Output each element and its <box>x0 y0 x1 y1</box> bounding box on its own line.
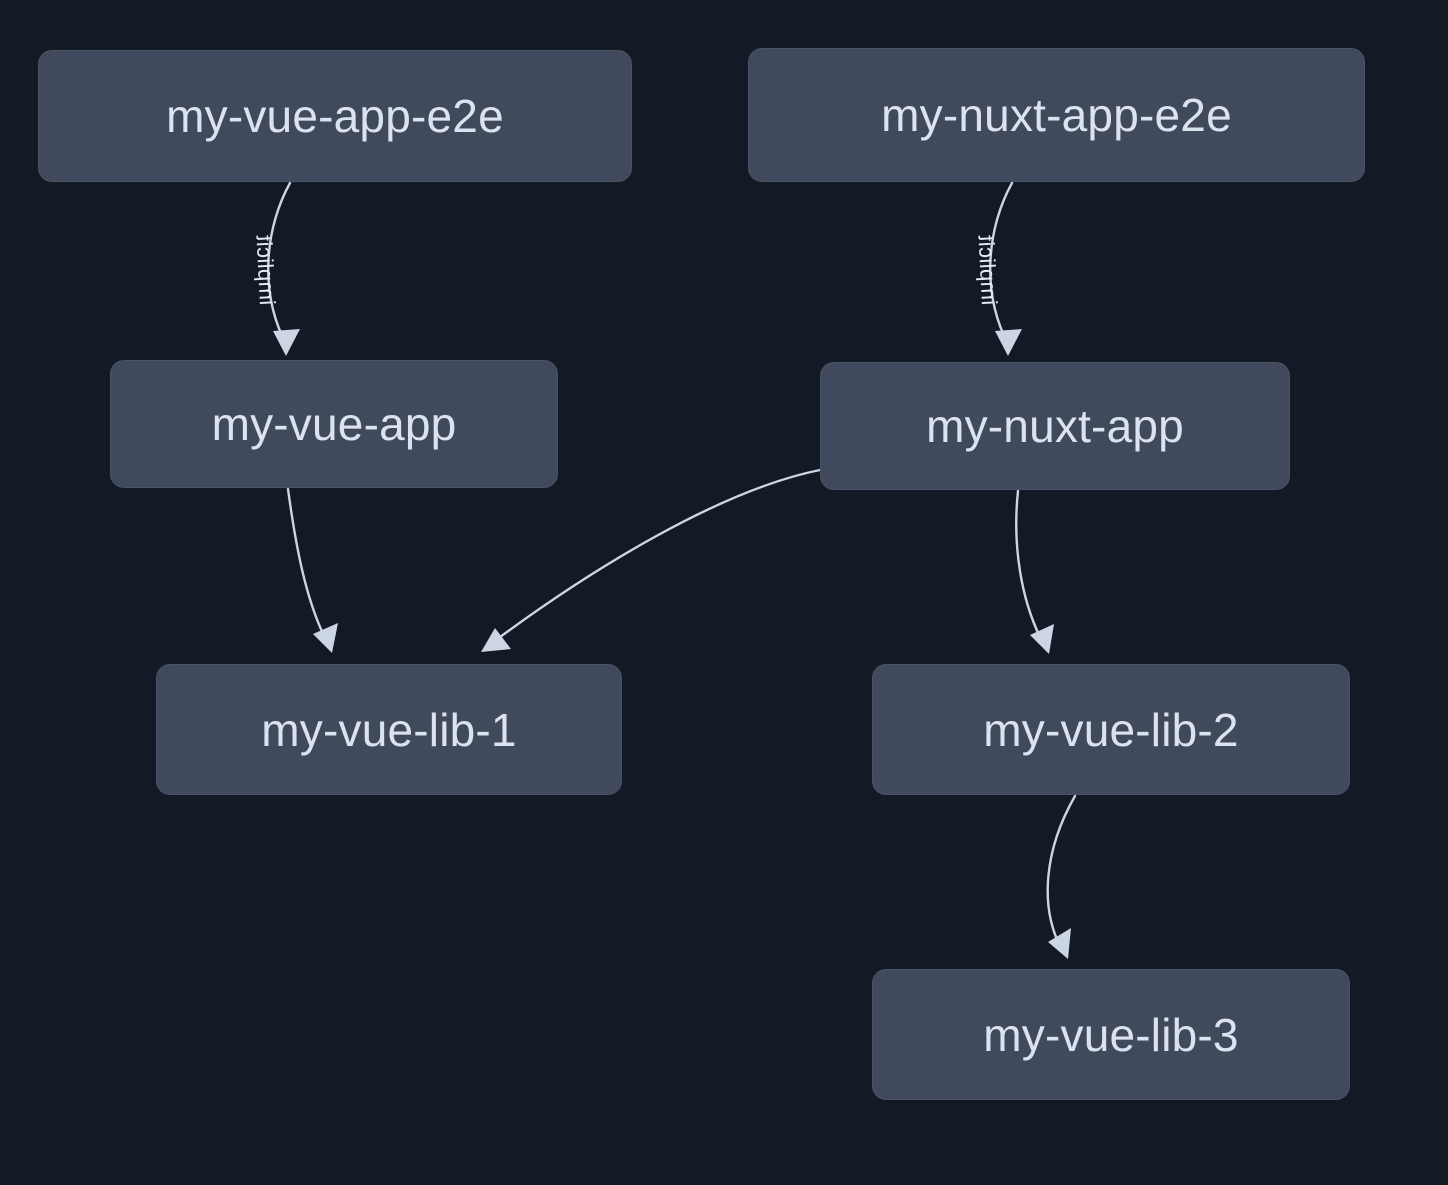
graph-node-label: my-vue-lib-3 <box>983 1008 1239 1061</box>
graph-node-label: my-vue-app-e2e <box>166 90 504 142</box>
graph-node-my-vue-lib-1[interactable]: my-vue-lib-1 <box>156 664 622 795</box>
graph-node-my-nuxt-app[interactable]: my-nuxt-app <box>820 362 1290 490</box>
graph-node-label: my-nuxt-app <box>926 400 1184 452</box>
graph-node-my-vue-app[interactable]: my-vue-app <box>110 360 558 488</box>
graph-node-my-vue-lib-2[interactable]: my-vue-lib-2 <box>872 664 1350 795</box>
graph-node-label: my-vue-lib-1 <box>261 703 517 756</box>
graph-node-my-nuxt-app-e2e[interactable]: my-nuxt-app-e2e <box>748 48 1365 182</box>
graph-node-label: my-nuxt-app-e2e <box>881 89 1232 141</box>
graph-node-my-vue-app-e2e[interactable]: my-vue-app-e2e <box>38 50 632 182</box>
graph-node-label: my-vue-app <box>211 398 457 450</box>
graph-node-my-vue-lib-3[interactable]: my-vue-lib-3 <box>872 969 1350 1100</box>
graph-node-label: my-vue-lib-2 <box>983 703 1239 756</box>
